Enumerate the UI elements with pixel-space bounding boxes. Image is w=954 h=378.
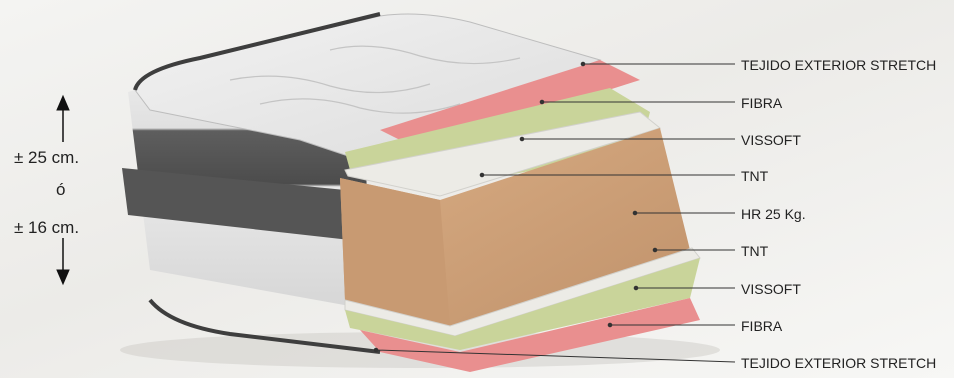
label-tejido-exterior-top: TEJIDO EXTERIOR STRETCH xyxy=(741,57,936,73)
label-tnt-top: TNT xyxy=(741,168,768,184)
label-tnt-bottom: TNT xyxy=(741,243,768,259)
label-fibra-bottom: FIBRA xyxy=(741,318,782,334)
label-tejido-exterior-bottom: TEJIDO EXTERIOR STRETCH xyxy=(741,355,936,371)
height-label-25: ± 25 cm. xyxy=(14,148,79,168)
label-hr-foam: HR 25 Kg. xyxy=(741,206,806,222)
height-label-16: ± 16 cm. xyxy=(14,218,79,238)
label-vissoft-bottom: VISSOFT xyxy=(741,281,801,297)
height-label-or: ó xyxy=(56,180,65,200)
label-fibra-top: FIBRA xyxy=(741,95,782,111)
label-vissoft-top: VISSOFT xyxy=(741,132,801,148)
